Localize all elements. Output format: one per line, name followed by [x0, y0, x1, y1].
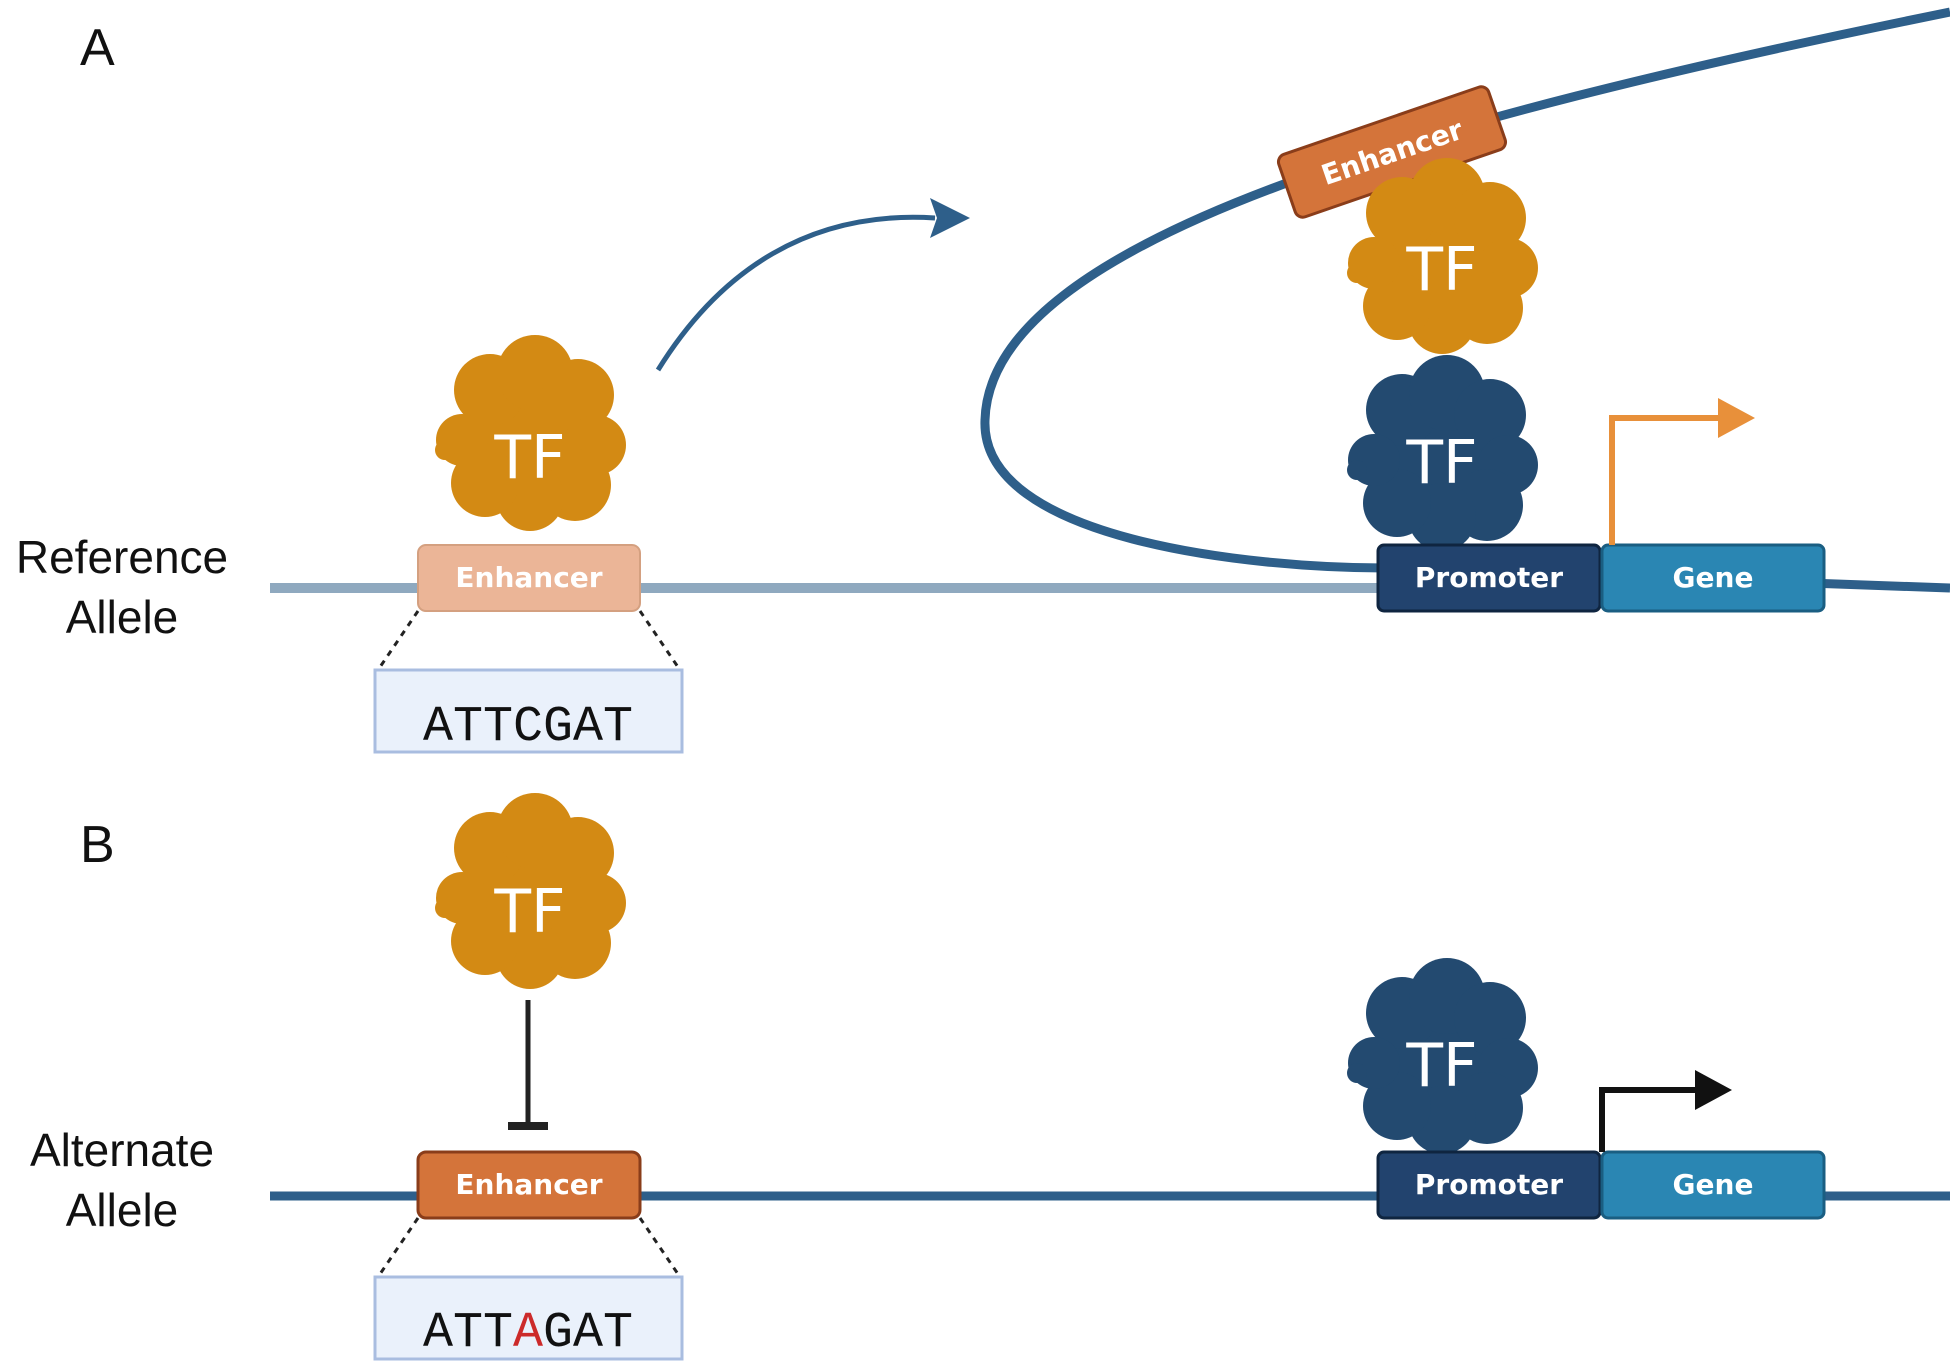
tf-label: TF	[493, 423, 565, 493]
transcription-arrow-basal	[1599, 1087, 1700, 1152]
sequence-box-alternate	[373, 1275, 684, 1361]
reference-allele-label-line2: Allele	[66, 591, 179, 643]
arrowhead-icon	[930, 198, 970, 238]
transcription-arrow-active	[1609, 415, 1725, 545]
loop-movement-arrow	[655, 214, 936, 372]
sequence-prefix: ATT	[423, 1305, 513, 1362]
dna-loop	[980, 7, 1950, 593]
enhancer-label-faded: Enhancer	[455, 561, 602, 594]
gene-box	[1600, 1150, 1826, 1220]
zoom-line-right	[638, 610, 682, 671]
zoom-line-left	[376, 1217, 420, 1278]
reference-allele-label-line1: Reference	[16, 531, 228, 583]
gene-box	[1600, 543, 1826, 613]
sequence-box-reference	[373, 668, 684, 754]
arrowhead-icon	[1718, 398, 1755, 438]
reference-sequence: ATTCGAT	[423, 699, 633, 756]
tf-label: TF	[1405, 428, 1477, 498]
gene-label: Gene	[1673, 561, 1754, 594]
gene-label: Gene	[1673, 1168, 1754, 1201]
tf-label: TF	[493, 877, 565, 947]
zoom-line-right	[638, 1217, 682, 1278]
promoter-label: Promoter	[1415, 1168, 1563, 1201]
arrowhead-icon	[1695, 1070, 1732, 1110]
zoom-line-left	[376, 610, 420, 671]
promoter-box	[1376, 1150, 1602, 1220]
enhancer-box-faded	[417, 544, 641, 612]
mutated-base: A	[513, 1305, 543, 1362]
enhancer-label: Enhancer	[455, 1168, 602, 1201]
tf-label: TF	[1405, 1031, 1477, 1101]
panel-a-label: A	[80, 19, 115, 77]
promoter-label: Promoter	[1415, 561, 1563, 594]
alternate-allele-label-line2: Allele	[66, 1184, 179, 1236]
promoter-box	[1376, 543, 1602, 613]
alternate-sequence: ATTAGAT	[423, 1305, 633, 1362]
sequence-suffix: GAT	[543, 1305, 633, 1362]
panel-b-label: B	[80, 816, 115, 874]
alternate-allele-label-line1: Alternate	[30, 1124, 214, 1176]
enhancer-box	[416, 1150, 642, 1220]
tf-label: TF	[1405, 235, 1477, 305]
